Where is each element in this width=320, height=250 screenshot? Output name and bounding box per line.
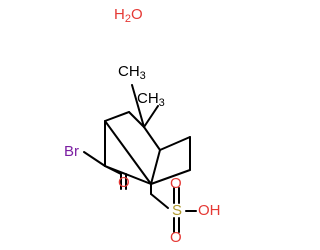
methyl-right-label: CH3 <box>137 90 165 109</box>
molecule-structure: H2O CH3 CH3 Br O O S O OH <box>64 6 221 246</box>
bond-ch2-s <box>150 193 169 209</box>
ketone-oxygen-label: O <box>118 174 130 191</box>
bond-c1b-c2 <box>104 120 152 185</box>
bond-c1-c2 <box>104 111 130 122</box>
hydroxyl-label: OH <box>198 202 221 219</box>
bond-c4-c5 <box>159 136 191 151</box>
methyl-top-ch: CH <box>118 63 140 80</box>
methyl-right-subscript: 3 <box>159 97 165 109</box>
bonds <box>83 84 197 233</box>
bond-c7-methyl-top <box>131 84 145 128</box>
water-h: H <box>114 6 125 23</box>
bond-c7-methyl-right <box>143 105 159 128</box>
bromine-label: Br <box>64 143 79 160</box>
water-formula: H2O <box>114 6 143 25</box>
methyl-right-ch: CH <box>137 90 159 107</box>
sulfur-label: S <box>172 202 182 219</box>
sulfonyl-oxygen-top-label: O <box>170 175 182 192</box>
sulfonyl-oxygen-bottom-label: O <box>170 229 182 246</box>
water-o: O <box>131 6 143 23</box>
bond-c6-c1b <box>150 169 191 185</box>
methyl-top-subscript: 3 <box>140 70 146 82</box>
methyl-top-label: CH3 <box>118 63 146 82</box>
bond-c7-c1 <box>128 111 145 128</box>
bond-c3-carbonyl <box>104 165 122 175</box>
water-subscript: 2 <box>125 13 131 25</box>
bond-c7-c4 <box>143 126 161 151</box>
bond-c4-c1b <box>150 149 161 185</box>
bond-c3-br <box>83 151 106 167</box>
